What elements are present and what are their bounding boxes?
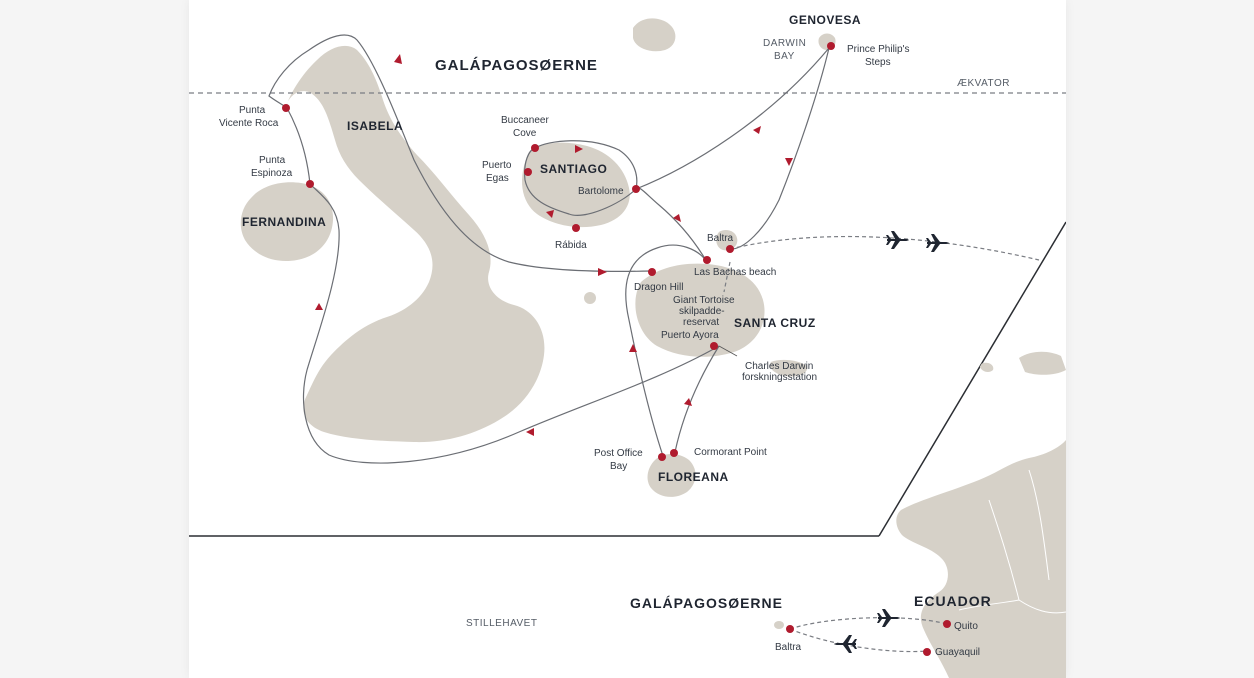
label-tortoise-reserve: skilpadde-: [679, 306, 725, 317]
flight-line-quito: [789, 617, 948, 630]
label-darwin-bay: BAY: [774, 51, 795, 62]
map-card: GALÁPAGOSØERNE ÆKVATOR GENOVESA ISABELA …: [189, 0, 1066, 678]
route-arrow: [394, 54, 402, 64]
route-arrow: [526, 428, 534, 436]
label-post-office-bay: Post Office: [594, 448, 643, 459]
stop-cormorant-point: [670, 449, 678, 457]
isabela-island: [285, 45, 545, 443]
country-borders: [958, 469, 1066, 614]
label-isabela: ISABELA: [347, 119, 403, 133]
south-america-land: [896, 440, 1066, 678]
stop-guayaquil: [923, 648, 931, 656]
route-arrow: [546, 210, 554, 218]
cdrs-leader-line: [718, 345, 738, 357]
route-arrow: [785, 158, 793, 166]
galapagos-route-map: GALÁPAGOSØERNE ÆKVATOR GENOVESA ISABELA …: [189, 13, 1066, 678]
label-puerto-egas: Egas: [486, 173, 509, 184]
stop-las-bachas: [703, 256, 711, 264]
label-charles-darwin-station: Charles Darwin: [745, 361, 813, 372]
small-islet: [584, 292, 596, 304]
route-arrow: [629, 344, 637, 352]
label-prince-philips-steps: Steps: [865, 57, 891, 68]
fernandina-island: [240, 182, 334, 262]
label-punta-vicente-roca: Punta: [239, 105, 266, 116]
inset-quito-label: Quito: [954, 621, 978, 632]
label-fernandina: FERNANDINA: [242, 215, 326, 229]
stop-quito: [943, 620, 951, 628]
airplane-icon: [834, 635, 857, 653]
stop-dragon-hill: [648, 268, 656, 276]
label-prince-philips-steps: Prince Philip's: [847, 44, 910, 55]
inset-guayaquil-label: Guayaquil: [935, 647, 980, 658]
label-buccaneer-cove: Cove: [513, 128, 537, 139]
baltra-island: [716, 230, 738, 251]
santa-fe-islet: [769, 359, 808, 377]
label-charles-darwin-station: forskningsstation: [742, 372, 817, 383]
map-title: GALÁPAGOSØERNE: [435, 57, 598, 74]
stop-buccaneer-cove: [531, 144, 539, 152]
label-rabida: Rábida: [555, 240, 587, 251]
flight-line: [729, 235, 1040, 261]
stop-punta-vicente-roca: [282, 104, 290, 112]
stop-puerto-egas: [524, 168, 532, 176]
label-buccaneer-cove: Buccaneer: [501, 115, 549, 126]
airplane-icon: [926, 234, 949, 252]
airplane-icon: [877, 609, 900, 627]
route-arrow: [315, 303, 323, 310]
label-puerto-ayora: Puerto Ayora: [661, 330, 719, 341]
airplane-icon: [886, 231, 909, 249]
route-arrow: [598, 268, 607, 276]
label-bartolome: Bartolome: [578, 186, 624, 197]
equator-label: ÆKVATOR: [957, 78, 1010, 89]
stop-inset-baltra: [786, 625, 794, 633]
label-punta-espinoza: Punta: [259, 155, 286, 166]
label-post-office-bay: Bay: [610, 461, 627, 472]
stop-baltra: [726, 245, 734, 253]
label-santiago: SANTIAGO: [540, 162, 607, 176]
label-santa-cruz: SANTA CRUZ: [734, 316, 816, 330]
label-punta-vicente-roca: Vicente Roca: [219, 118, 279, 129]
inset-baltra-label: Baltra: [775, 642, 802, 653]
stop-bartolome: [632, 185, 640, 193]
inset-title: GALÁPAGOSØERNE: [630, 595, 783, 611]
galapagos-inset-islands: [774, 621, 784, 629]
label-floreana: FLOREANA: [658, 470, 729, 484]
route-arrow: [673, 214, 681, 222]
stop-puerto-ayora: [710, 342, 718, 350]
label-genovesa: GENOVESA: [789, 13, 861, 27]
label-dragon-hill: Dragon Hill: [634, 282, 683, 293]
label-baltra: Baltra: [707, 233, 734, 244]
flight-line-guayaquil: [789, 628, 928, 653]
floreana-island: [647, 454, 696, 497]
route-arrow: [753, 126, 761, 134]
inset-sea-label: STILLEHAVET: [466, 618, 537, 629]
label-cormorant-point: Cormorant Point: [694, 447, 767, 458]
route-arrow: [575, 145, 583, 153]
label-darwin-bay: DARWIN: [763, 38, 806, 49]
label-punta-espinoza: Espinoza: [251, 168, 293, 179]
rabida-islet: [570, 218, 580, 226]
label-las-bachas: Las Bachas beach: [694, 267, 776, 278]
label-tortoise-reserve: Giant Tortoise: [673, 295, 735, 306]
route-arrow: [684, 398, 692, 406]
tortoise-connector: [723, 261, 731, 293]
stop-prince-philips-steps: [827, 42, 835, 50]
northern-islet: [633, 18, 676, 52]
santiago-island: [522, 142, 630, 228]
santa-cruz-island: [635, 263, 765, 357]
route-isabela-loop: [268, 34, 720, 464]
label-puerto-egas: Puerto: [482, 160, 512, 171]
stop-post-office-bay: [658, 453, 666, 461]
caribbean-islands: [979, 351, 1066, 375]
mainland-inset: GALÁPAGOSØERNE ECUADOR STILLEHAVET Baltr…: [466, 351, 1066, 678]
label-tortoise-reserve: reservat: [683, 317, 719, 328]
route-floreana: [625, 244, 720, 457]
stop-punta-espinoza: [306, 180, 314, 188]
frame-diagonal-line: [878, 221, 1066, 537]
inset-country-label: ECUADOR: [914, 593, 992, 609]
stop-rabida: [572, 224, 580, 232]
